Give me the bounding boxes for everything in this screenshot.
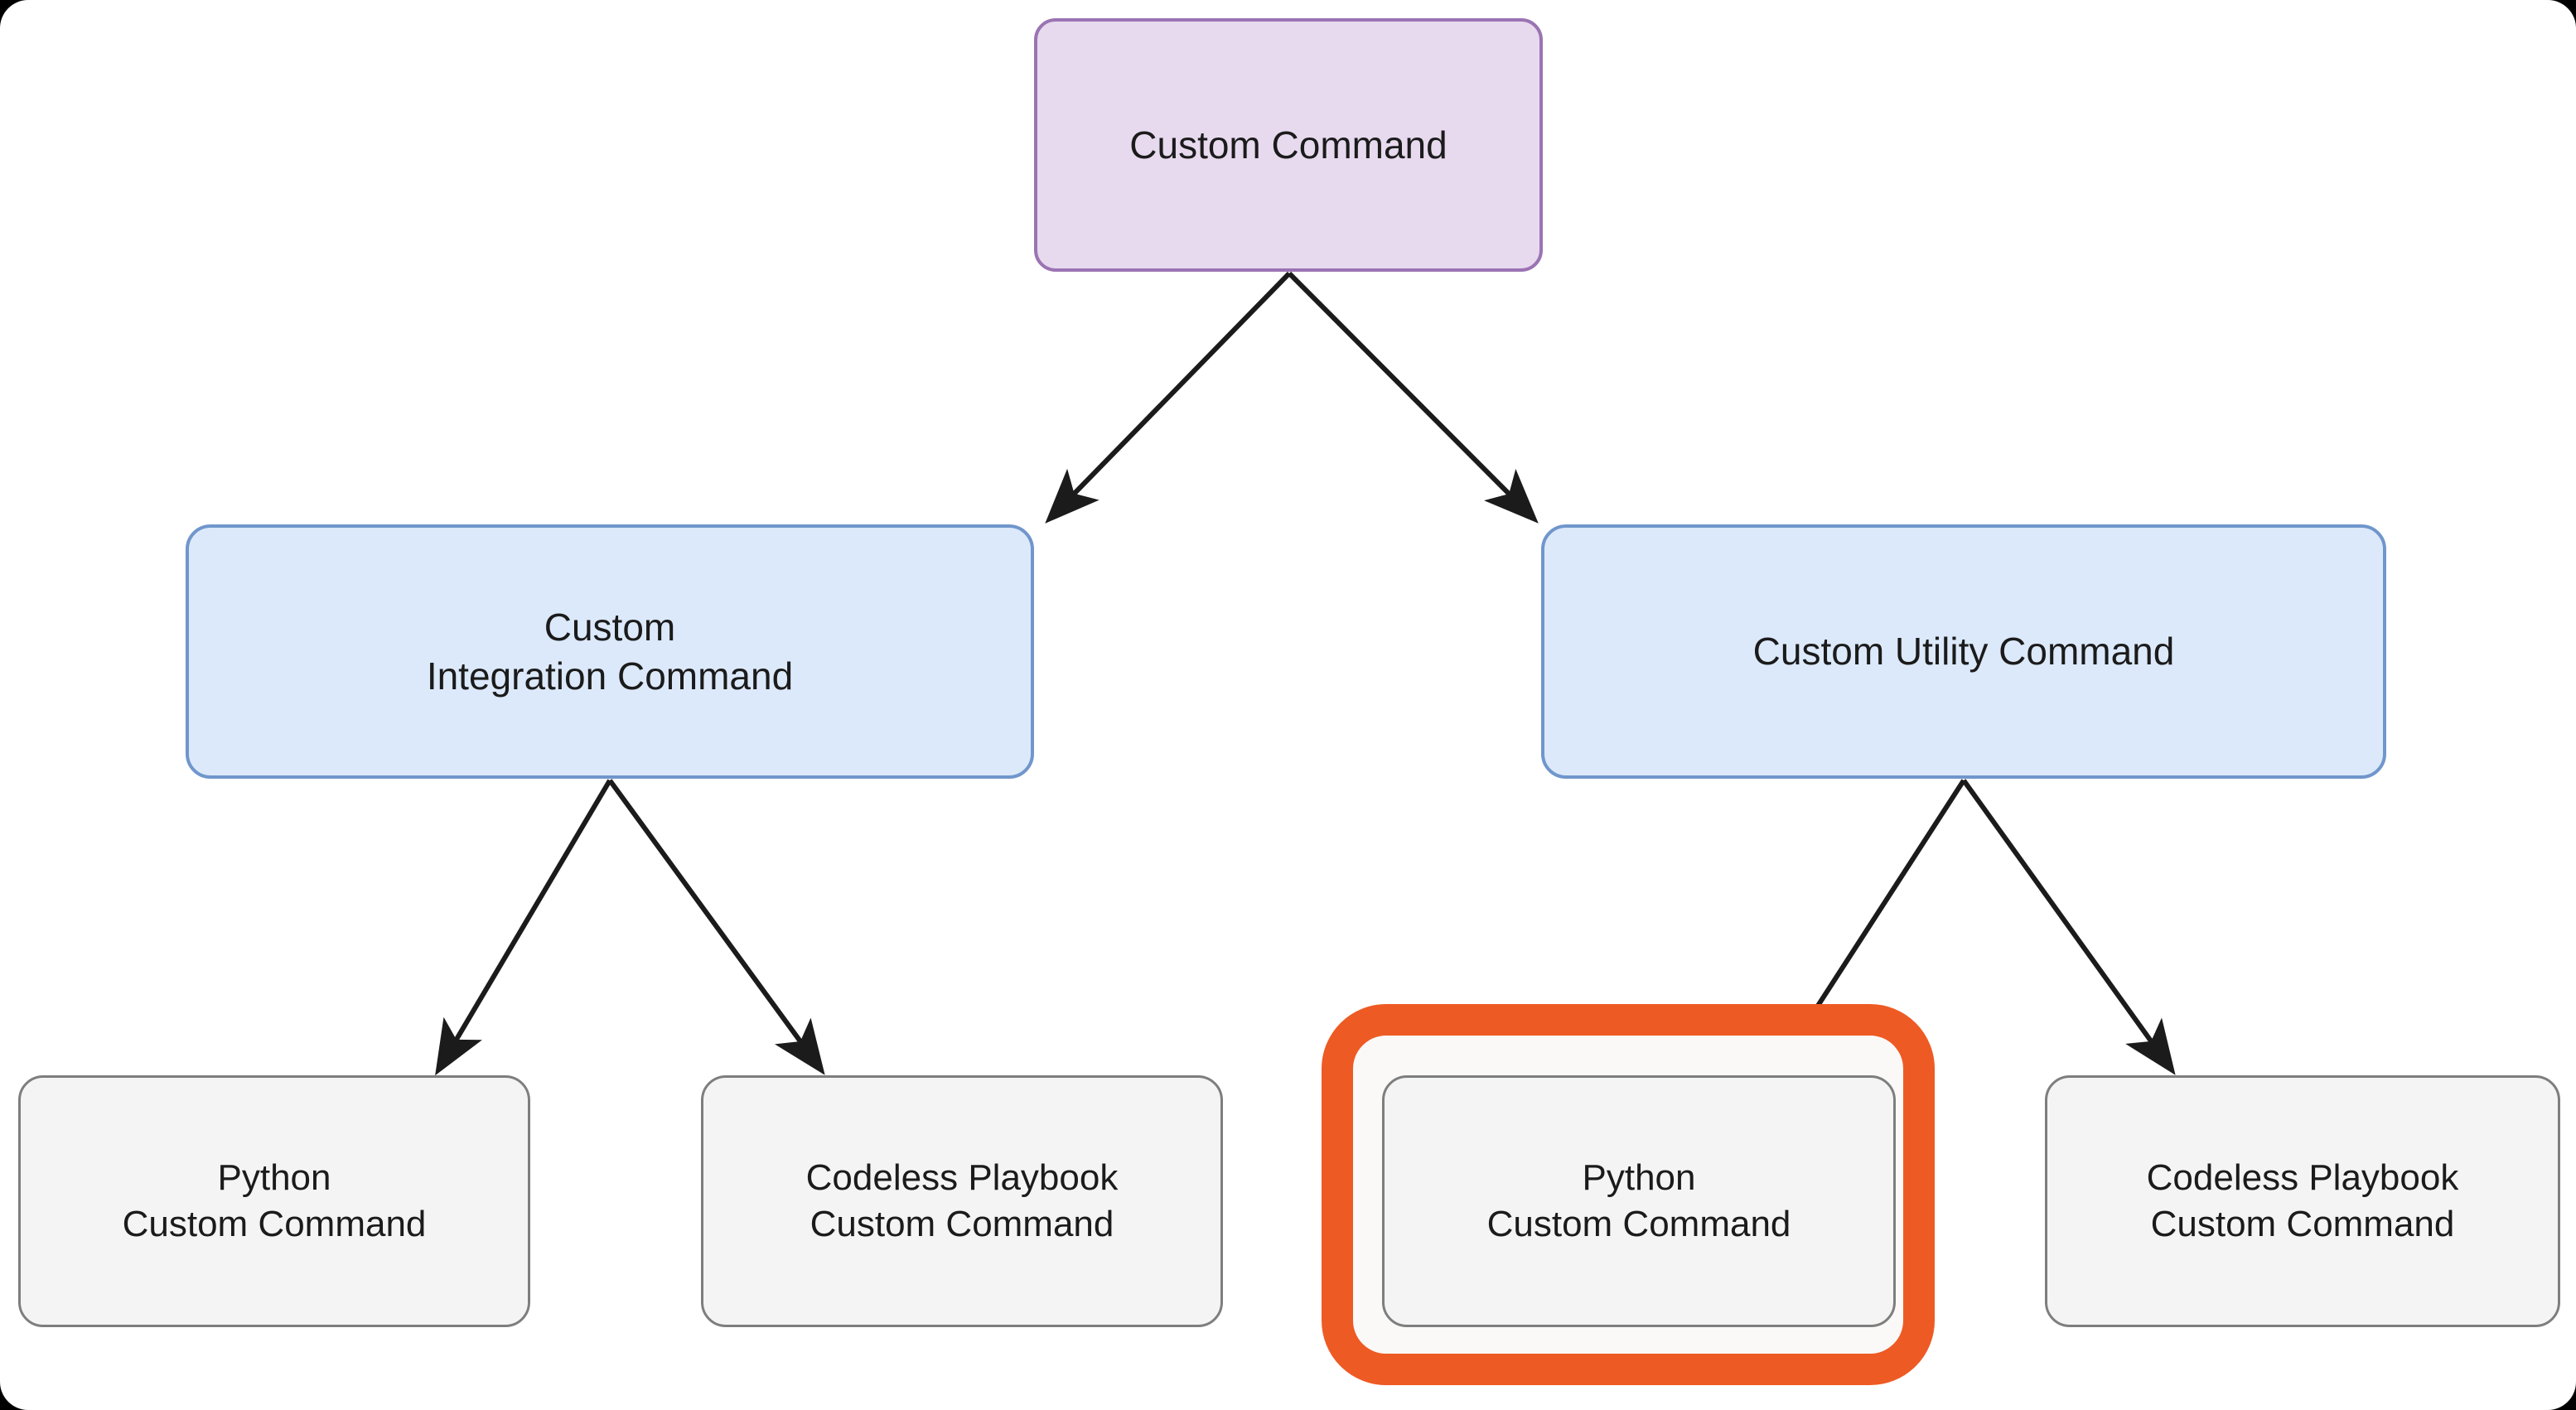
edge-utility-to-codeless: [1961, 779, 2176, 1075]
node-label: Custom Command: [1129, 123, 1447, 167]
node-label: Python Custom Command: [1486, 1156, 1791, 1244]
node-custom-integration-command[interactable]: Custom Integration Command: [186, 524, 1034, 779]
node-label: Custom Utility Command: [1752, 630, 2175, 674]
node-label: Codeless Playbook Custom Command: [805, 1156, 1119, 1244]
edge-root-to-integration: [1045, 271, 1292, 524]
node-codeless-playbook-custom-command-utility[interactable]: Codeless Playbook Custom Command: [2045, 1075, 2560, 1327]
node-label: Python Custom Command: [122, 1156, 427, 1244]
node-label: Codeless Playbook Custom Command: [2146, 1156, 2459, 1244]
node-codeless-playbook-custom-command-integration[interactable]: Codeless Playbook Custom Command: [701, 1075, 1223, 1327]
node-python-custom-command-utility[interactable]: Python Custom Command: [1382, 1075, 1896, 1327]
edge-integration-to-codeless: [607, 779, 825, 1075]
node-custom-command[interactable]: Custom Command: [1034, 18, 1543, 272]
node-python-custom-command-integration[interactable]: Python Custom Command: [18, 1075, 530, 1327]
edge-integration-to-python: [435, 779, 612, 1076]
node-label: Custom Integration Command: [426, 605, 794, 698]
edge-root-to-utility: [1287, 271, 1539, 524]
node-custom-utility-command[interactable]: Custom Utility Command: [1541, 524, 2386, 779]
